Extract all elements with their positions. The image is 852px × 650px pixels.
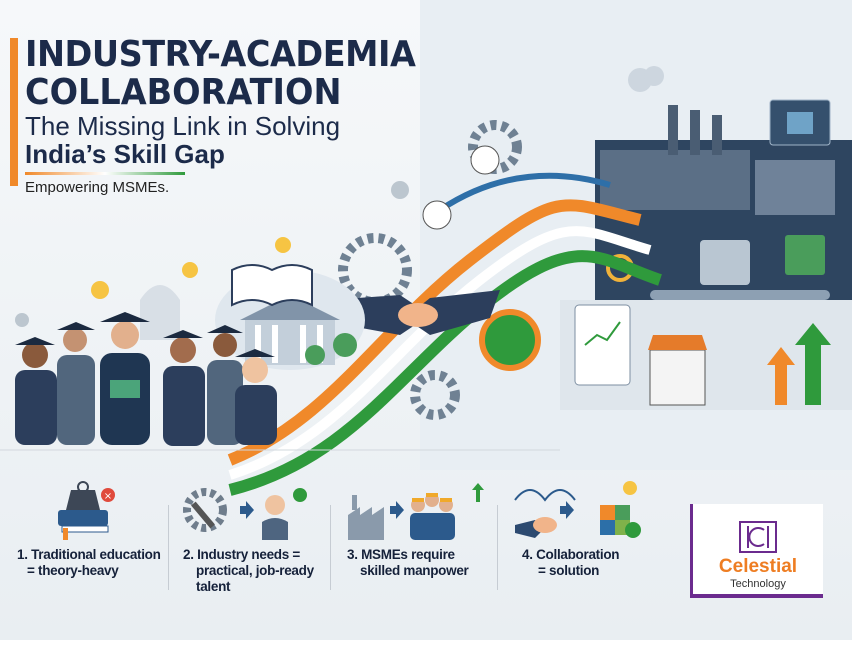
logo-brand: Celestial [718, 556, 798, 577]
logo-sub: Technology [730, 578, 786, 590]
students-group [15, 312, 277, 446]
step-3: 3. MSMEs require skilled manpower [347, 547, 469, 579]
tablet-chart-icon [574, 304, 631, 386]
brain-gear-icon [479, 309, 541, 371]
lightbulb-icon [275, 237, 291, 253]
step-3-line-1: 3. MSMEs require [347, 547, 455, 562]
title-line-1: INDUSTRY-ACADEMIA [25, 34, 416, 75]
step-4: 4. Collaboration = solution [522, 547, 620, 579]
step-divider [168, 505, 169, 590]
step-1-line-2: = theory-heavy [27, 563, 119, 578]
tagline: Empowering MSMEs. [25, 179, 170, 196]
subtitle-line-1: The Missing Link in Solving [25, 111, 341, 141]
shop-icon [649, 349, 706, 406]
saffron-ribbon [227, 199, 642, 466]
step-4-line-2: = solution [538, 563, 600, 578]
title-line-2: COLLABORATION [25, 72, 342, 113]
logo-mark-icon [739, 521, 777, 553]
step-2-line-1: 2. Industry needs = [183, 547, 300, 562]
tricolor-underline [25, 172, 185, 175]
book-icon [231, 264, 313, 307]
conveyor-belt-icon [606, 235, 830, 300]
step-4-line-1: 4. Collaboration [522, 547, 620, 562]
step-2-line-2: practical, job-ready [196, 563, 314, 578]
step-2: 2. Industry needs = practical, job-ready… [183, 547, 314, 595]
gear-wrench-icon [183, 488, 307, 540]
factory-workers-icon [348, 483, 484, 540]
step-1-line-1: 1. Traditional education [17, 547, 161, 562]
subtitle-line-2: India’s Skill Gap [25, 139, 225, 169]
svg-text:×: × [104, 491, 112, 502]
handshake-badge-icon [470, 145, 500, 175]
step-3-line-2: skilled manpower [360, 563, 469, 578]
book-weight-icon: × [58, 481, 115, 540]
growth-arrow-icon [795, 323, 831, 405]
step-1: 1. Traditional education = theory-heavy [17, 547, 161, 579]
step-divider [497, 505, 498, 590]
step-2-line-3: talent [196, 579, 231, 594]
accent-bar [10, 38, 18, 186]
factory-icon [600, 66, 835, 215]
handshake-puzzle-icon [514, 481, 641, 538]
celestial-technology-logo: Celestial Technology [690, 504, 823, 598]
step-divider [330, 505, 331, 590]
